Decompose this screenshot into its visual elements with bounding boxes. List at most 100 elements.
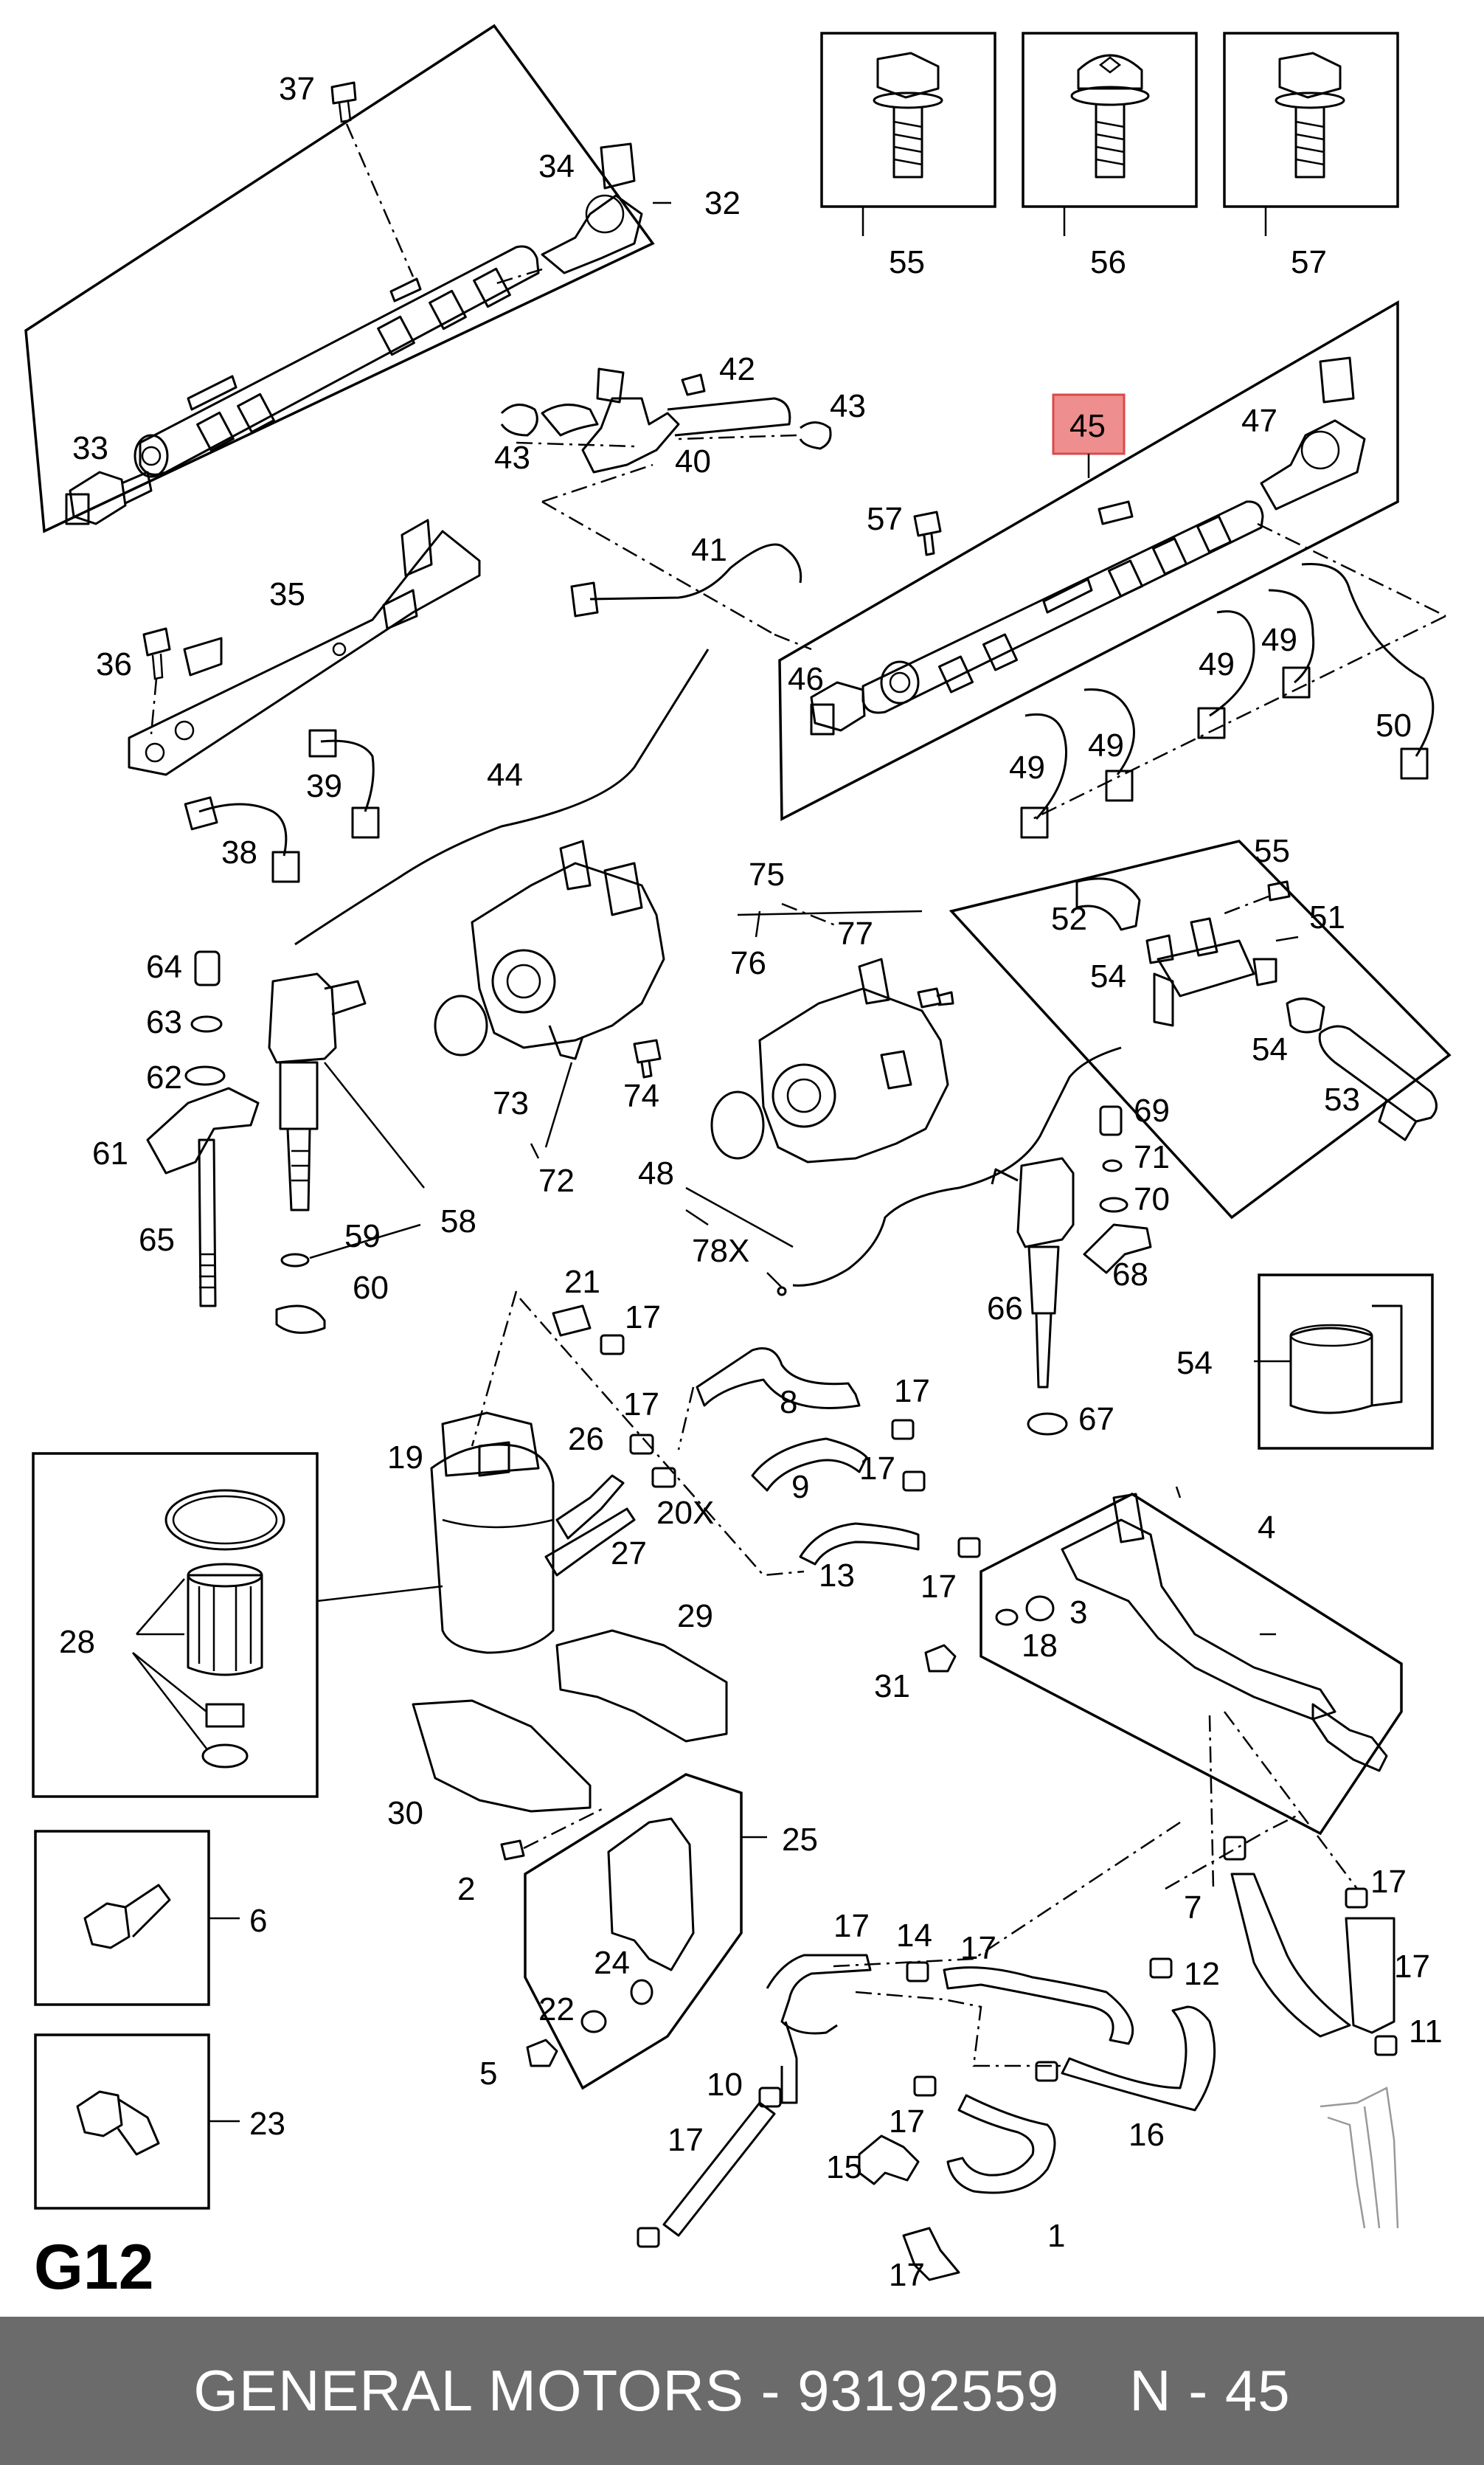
hose-13 [799,1522,920,1566]
label-40: 40 [675,443,711,480]
hose-kit-box-51 [949,840,1452,1220]
label-67: 67 [1078,1401,1114,1437]
fuel-filter-housing-19 [430,1411,555,1654]
label-55: 55 [889,244,925,280]
fuel-rail-assembly-box-45 [778,300,1399,821]
injector-58 [268,972,367,1211]
label-45: 45 [1069,408,1106,444]
label-1: 17 [889,2257,925,2293]
leader-34 [493,268,543,286]
label-52: 52 [1051,901,1087,937]
nut-49-b [1105,770,1134,802]
leader-73 [530,1143,540,1159]
leader-20x [132,1578,207,1749]
label-17-l: 17 [889,2103,925,2140]
leader-72 [544,1062,573,1148]
fuel-rail-45 [861,500,1264,714]
label-46: 46 [788,661,824,697]
bolt-56 [1070,54,1150,179]
fuel-rail-assembly-box-32 [24,24,655,533]
label-54-c: 54 [1176,1345,1213,1381]
bolt-30 [500,1839,525,1861]
label-78x: 78X [692,1233,749,1269]
label-48: 48 [638,1155,674,1192]
nut-50 [1400,747,1429,780]
clamp-54 [1289,1304,1403,1414]
label-49-a: 49 [1009,750,1045,786]
footer-ref: N - 45 [1129,2358,1291,2423]
label-72: 72 [538,1163,575,1199]
injector-66 [991,1157,1075,1389]
return-hose-44 [294,649,710,946]
leader-43-b [516,434,797,448]
leader-hoses [519,1298,805,1577]
label-14: 17 [960,1930,996,1966]
leader-rail-45-a [1257,522,1446,618]
label-7: 17 [1394,1949,1430,1985]
label-15: 1 [1047,2218,1065,2254]
leader-2-assy [1208,1711,1358,1890]
label-57-b: 57 [867,501,903,537]
label-47: 47 [1241,403,1277,439]
leader-48 [685,1186,794,1248]
heat-shield-28 [555,1629,728,1743]
washer-59 [280,1253,310,1268]
bushing-24 [580,2010,607,2033]
label-33: 33 [72,430,108,466]
o-ring-76 [710,1090,765,1160]
label-53: 53 [1324,1082,1360,1118]
label-43-b: 43 [830,388,866,424]
pressure-valve-34 [541,142,643,274]
label-38: 38 [221,834,257,871]
hose-53 [1318,1025,1438,1123]
screw-31 [83,1884,171,1949]
pipe-41 [589,543,802,601]
label-4: 3 [1069,1594,1087,1631]
pressure-sensor-33 [65,471,153,525]
nut-18 [924,1644,957,1673]
label-19: 19 [387,1439,423,1476]
filter-element-20x [164,1489,285,1769]
stud-65-threads [199,1253,215,1289]
label-16: 15 [826,2149,862,2185]
bolt-55-b [1267,880,1291,902]
label-28: 29 [677,1598,713,1634]
label-9: 9 [791,1469,809,1505]
pipe-50 [1301,562,1435,757]
label-60: 60 [353,1270,389,1306]
label-37: 37 [279,71,315,107]
leader-75-77 [781,902,838,927]
label-25: 24 [594,1945,630,1981]
hose-9 [751,1437,868,1492]
label-69: 69 [1134,1093,1170,1129]
nut-49-d [1282,666,1311,699]
leader-40-box [541,463,812,651]
clamp-61 [146,1087,260,1175]
part-labels: 37 34 32 33 35 36 43 40 42 43 41 44 39 3… [59,71,1443,2293]
label-61: 61 [92,1135,128,1172]
filter-kit-box-20x [32,1452,319,1798]
hose-53-end [1378,1099,1418,1141]
label-11: 17 [668,2122,704,2158]
label-76: 76 [730,945,766,981]
label-17-d: 17 [920,1569,957,1605]
bracket-box-23 [524,1773,743,2090]
label-34: 34 [538,148,575,184]
leader-lower-1 [833,1821,1181,2067]
high-pressure-pump-72 [471,840,665,1060]
label-71: 71 [1134,1139,1170,1175]
label-17-a: 17 [625,1299,661,1335]
label-44: 44 [487,757,523,793]
label-22: 5 [479,2056,497,2092]
leader-21 [471,1290,518,1447]
leader-30 [523,1806,606,1850]
label-54-a: 54 [1090,958,1126,995]
hose-12 [1230,1873,1351,2038]
label-39: 39 [306,768,342,804]
label-66: 66 [987,1290,1023,1327]
pipe-49-c [1209,610,1255,717]
fuel-rail-32 [134,245,540,478]
fitting-51 [1153,917,1277,1027]
label-23: 25 [782,1822,818,1858]
label-17-e: 17 [623,1386,659,1422]
